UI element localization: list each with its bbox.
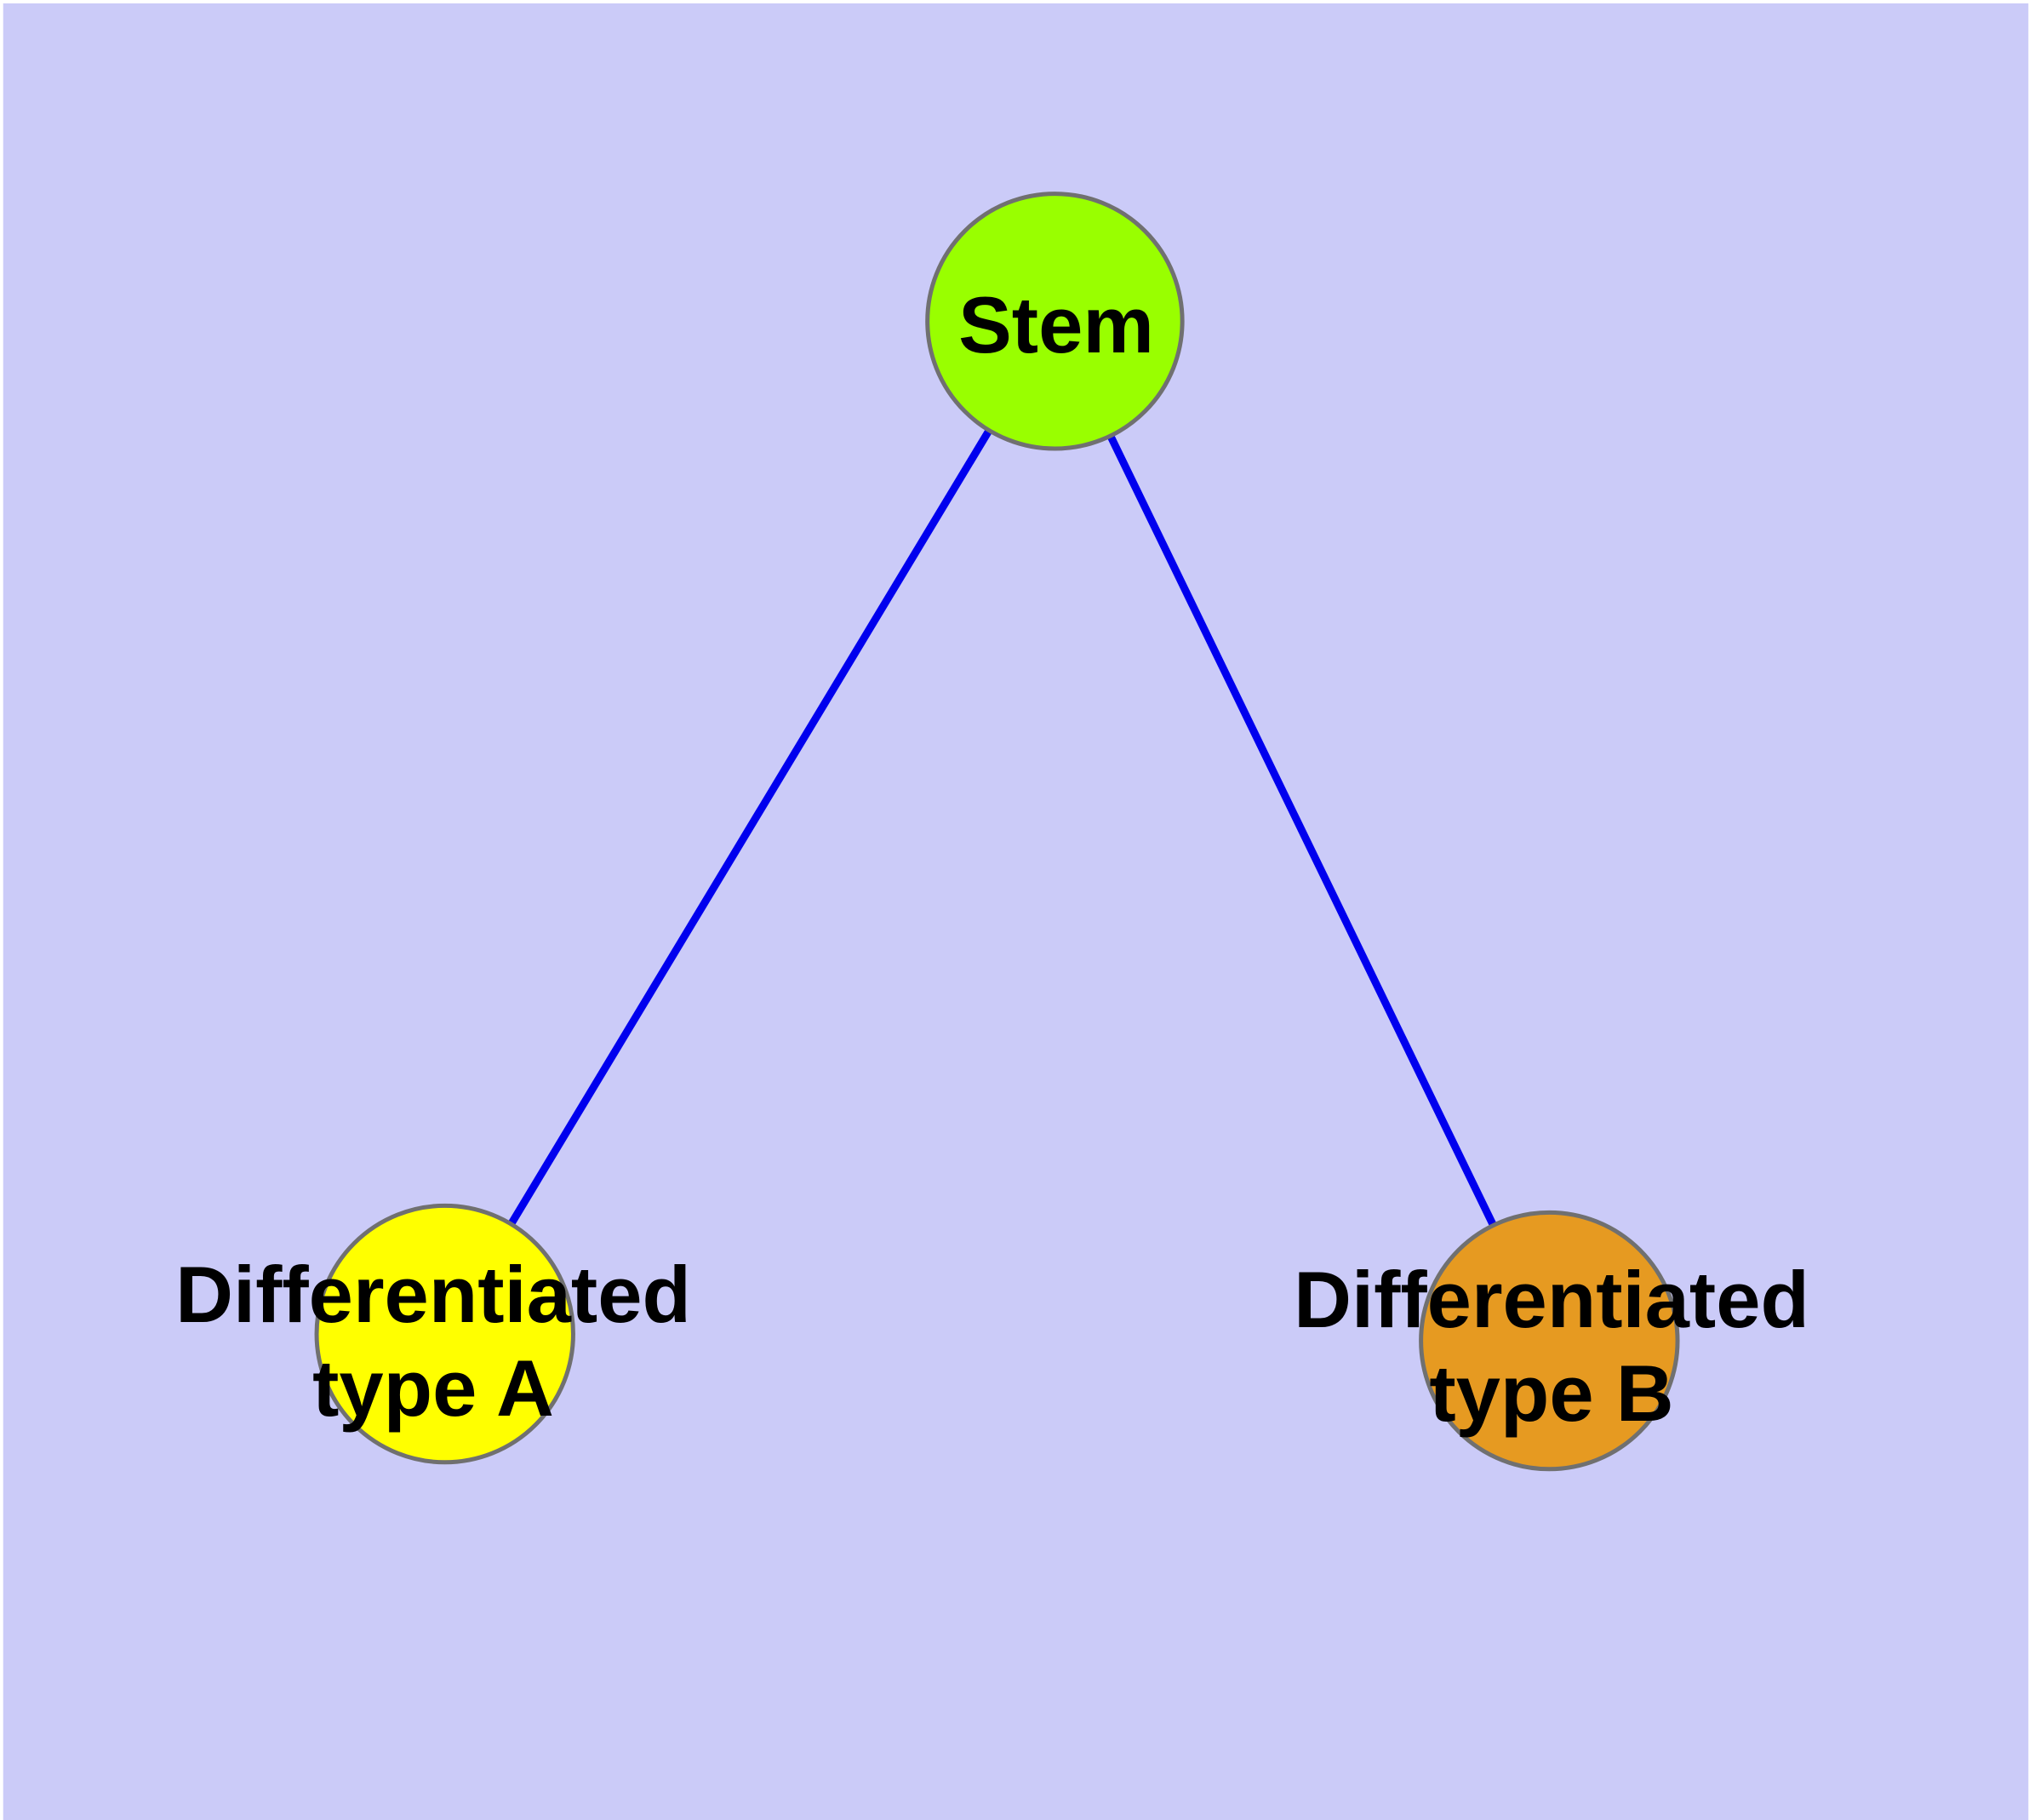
edge-stem-to-type-a xyxy=(441,318,1059,1336)
edge-stem-to-type-b xyxy=(1051,319,1553,1343)
node-type-b-label: Differentiated type B xyxy=(1294,1255,1809,1438)
node-type-a-label: Differentiated type A xyxy=(175,1250,691,1433)
node-stem-circle xyxy=(925,192,1185,451)
node-type-b-circle xyxy=(1419,1210,1680,1472)
node-type-a-circle xyxy=(314,1203,575,1465)
node-stem-label: Stem xyxy=(958,280,1154,370)
graph-svg xyxy=(3,3,2029,1820)
